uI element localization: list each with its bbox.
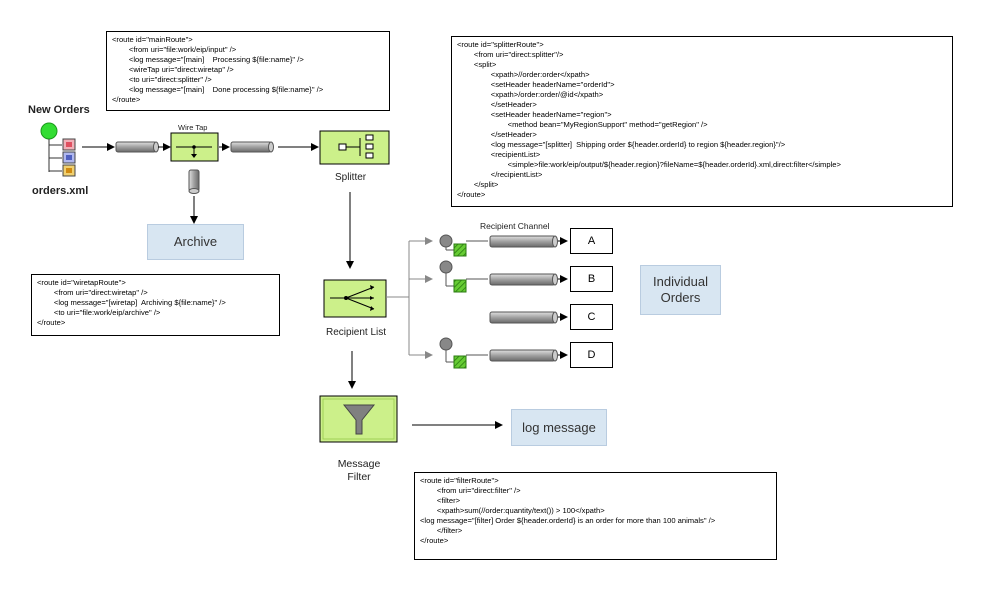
code-line: <from uri="direct:filter" /> bbox=[420, 486, 521, 495]
code-line: <setHeader headerName="orderId"> bbox=[457, 80, 615, 89]
splitter-component bbox=[319, 130, 390, 165]
recipient-list-component bbox=[323, 279, 387, 318]
recipient-channel-a bbox=[439, 234, 568, 257]
recipient-channel-label: Recipient Channel bbox=[480, 221, 550, 231]
recipient-list-label: Recipient List bbox=[326, 327, 387, 338]
code-line: <xpath>sum(//order:quantity/text()) > 10… bbox=[420, 506, 605, 515]
channel-pipe bbox=[115, 141, 159, 153]
message-filter-label: Message Filter bbox=[337, 458, 381, 483]
code-line: <route id="wiretapRoute"> bbox=[37, 278, 126, 287]
wire-tap-label: Wire Tap bbox=[178, 123, 208, 132]
message-filter-component bbox=[319, 395, 398, 443]
code-line: <route id="splitterRoute"> bbox=[457, 40, 544, 49]
code-line: <setHeader headerName="region"> bbox=[457, 110, 612, 119]
code-line: <log message="[wiretap] Archiving ${file… bbox=[37, 298, 226, 307]
code-line: <simple>file:work/eip/output/${header.re… bbox=[457, 160, 841, 169]
destination-d: D bbox=[570, 342, 613, 368]
code-line: <route id="mainRoute"> bbox=[112, 35, 193, 44]
wiretap-route-code: <route id="wiretapRoute"> <from uri="dir… bbox=[31, 274, 280, 336]
code-line: </setHeader> bbox=[457, 100, 537, 109]
splitter-label: Splitter bbox=[335, 172, 367, 183]
code-line: </filter> bbox=[420, 526, 463, 535]
code-line: <split> bbox=[457, 60, 497, 69]
new-orders-label: New Orders bbox=[28, 104, 90, 116]
recipient-channel-d bbox=[439, 337, 568, 369]
code-line: <from uri="direct:splitter"/> bbox=[457, 50, 564, 59]
new-orders-endpoint bbox=[40, 122, 76, 177]
destination-a: A bbox=[570, 228, 613, 254]
code-line: </setHeader> bbox=[457, 130, 537, 139]
code-line: <wireTap uri="direct:wiretap" /> bbox=[112, 65, 234, 74]
archive-box: Archive bbox=[147, 224, 244, 260]
code-line: <route id="filterRoute"> bbox=[420, 476, 499, 485]
channel-pipe bbox=[188, 169, 200, 194]
splitter-route-code: <route id="splitterRoute"> <from uri="di… bbox=[451, 36, 953, 207]
code-line: </route> bbox=[37, 318, 66, 327]
code-line: </recipientList> bbox=[457, 170, 543, 179]
log-message-box: log message bbox=[511, 409, 607, 446]
destination-b: B bbox=[570, 266, 613, 292]
wire-tap-component bbox=[170, 132, 219, 162]
code-line: </route> bbox=[112, 95, 141, 104]
code-line: <log message="[main] Processing ${file:n… bbox=[112, 55, 304, 64]
code-line: </route> bbox=[420, 536, 449, 545]
channel-pipe bbox=[230, 141, 274, 153]
code-line: </route> bbox=[457, 190, 486, 199]
code-line: <to uri="file:work/eip/archive" /> bbox=[37, 308, 161, 317]
recipient-channel-b bbox=[439, 260, 568, 293]
code-line: <log message="[filter] Order ${header.or… bbox=[420, 516, 716, 525]
individual-orders-box: Individual Orders bbox=[640, 265, 721, 315]
code-line: <recipientList> bbox=[457, 150, 541, 159]
code-line: <log message="[main] Done processing ${f… bbox=[112, 85, 324, 94]
code-line: <to uri="direct:splitter" /> bbox=[112, 75, 212, 84]
code-line: <xpath>//order:order</xpath> bbox=[457, 70, 590, 79]
orders-file-label: orders.xml bbox=[32, 185, 89, 197]
main-route-code: <route id="mainRoute"> <from uri="file:w… bbox=[106, 31, 390, 111]
code-line: <log message="[splitter] Shipping order … bbox=[457, 140, 786, 149]
filter-route-code: <route id="filterRoute"> <from uri="dire… bbox=[414, 472, 777, 560]
recipient-channel-c bbox=[489, 311, 568, 324]
destination-c: C bbox=[570, 304, 613, 330]
code-line: <method bean="MyRegionSupport" method="g… bbox=[457, 120, 708, 129]
code-line: <from uri="direct:wiretap" /> bbox=[37, 288, 148, 297]
code-line: <xpath>/order:order/@id</xpath> bbox=[457, 90, 604, 99]
code-line: <from uri="file:work/eip/input" /> bbox=[112, 45, 237, 54]
code-line: <filter> bbox=[420, 496, 461, 505]
code-line: </split> bbox=[457, 180, 499, 189]
